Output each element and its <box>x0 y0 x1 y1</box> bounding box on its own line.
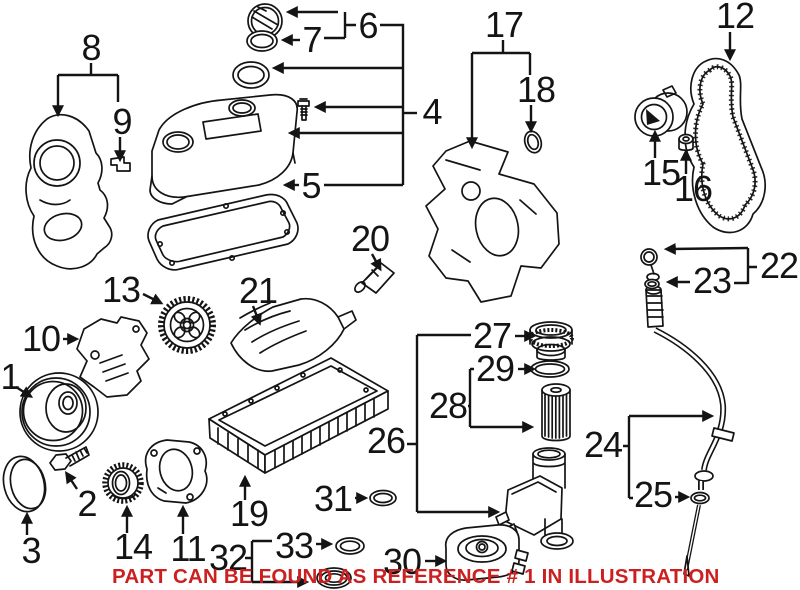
caption-text: PART CAN BE FOUND AS REFERENCE # 1 IN IL… <box>112 565 720 588</box>
callout-6: 6 <box>358 5 378 46</box>
callout-25: 25 <box>633 474 673 515</box>
oring-33-part <box>335 537 365 555</box>
callout-24: 24 <box>583 424 623 465</box>
crank-gear-part <box>102 462 144 504</box>
callout-33: 33 <box>274 525 314 566</box>
callout-1: 1 <box>0 356 20 397</box>
timing-belt-part <box>684 57 766 234</box>
callout-16: 16 <box>673 168 713 209</box>
oil-filter-housing-part <box>495 447 574 550</box>
callout-7: 7 <box>302 19 322 60</box>
callout-10: 10 <box>21 318 61 359</box>
crank-bolt-part <box>49 446 90 471</box>
crankshaft-pulley-part <box>19 372 99 452</box>
callout-18: 18 <box>516 69 556 110</box>
dipstick-seal-part <box>644 278 660 290</box>
callout-15: 15 <box>641 152 681 193</box>
callout-20: 20 <box>350 218 390 259</box>
oring-31-part <box>369 489 397 507</box>
callout-11: 11 <box>170 528 206 569</box>
oil-filter-cap-part <box>528 321 574 361</box>
callout-2: 2 <box>77 483 97 524</box>
upper-timing-cover-part <box>25 113 113 270</box>
plug-disc-part <box>2 455 47 513</box>
inner-cover-part <box>76 316 150 398</box>
callout-8: 8 <box>81 27 101 68</box>
oil-filter-element-part <box>541 383 571 442</box>
callout-19: 19 <box>229 493 269 534</box>
callout-4: 4 <box>422 91 442 132</box>
callout-9: 9 <box>112 101 132 142</box>
filler-neck-seal-ring-part <box>232 61 270 89</box>
sealant-tube-part <box>354 262 395 294</box>
cover-retaining-clip-part <box>110 156 131 172</box>
dipstick-part <box>640 248 664 328</box>
small-seal-part <box>523 130 543 154</box>
callout-17: 17 <box>484 4 524 45</box>
callout-26: 26 <box>366 420 406 461</box>
oil-pan-part <box>208 357 389 474</box>
callout-27: 27 <box>472 315 512 356</box>
callout-13: 13 <box>101 269 141 310</box>
callout-14: 14 <box>113 526 153 567</box>
callout-5: 5 <box>301 165 321 206</box>
callout-21: 21 <box>238 270 278 311</box>
oil-cooler-part <box>444 524 529 581</box>
callout-31: 31 <box>313 478 353 519</box>
filler-cap-seal-part <box>246 30 278 52</box>
valve-cover-part <box>149 93 299 205</box>
callout-32: 32 <box>208 537 248 578</box>
cover-bolt-part <box>297 98 310 121</box>
callout-22: 22 <box>759 245 799 286</box>
callout-28: 28 <box>428 385 468 426</box>
callout-30: 30 <box>382 541 422 582</box>
callout-29: 29 <box>475 348 515 389</box>
tube-oring-part <box>690 491 710 505</box>
rear-timing-cover-part <box>425 140 560 303</box>
camshaft-gear-part <box>158 296 216 354</box>
callout-3: 3 <box>21 530 41 571</box>
valve-cover-gasket-part <box>147 193 299 271</box>
filter-cap-oring-part <box>530 360 570 378</box>
callout-12: 12 <box>715 0 755 36</box>
callout-23: 23 <box>692 260 732 301</box>
tensioner-roller-part <box>678 133 694 152</box>
flat-seal-32-part <box>316 567 352 589</box>
leader-lines <box>15 6 757 588</box>
dipstick-guide-tube-part <box>653 327 735 577</box>
seal-flange-part <box>144 439 208 504</box>
tensioner-pulley-part <box>634 85 688 137</box>
